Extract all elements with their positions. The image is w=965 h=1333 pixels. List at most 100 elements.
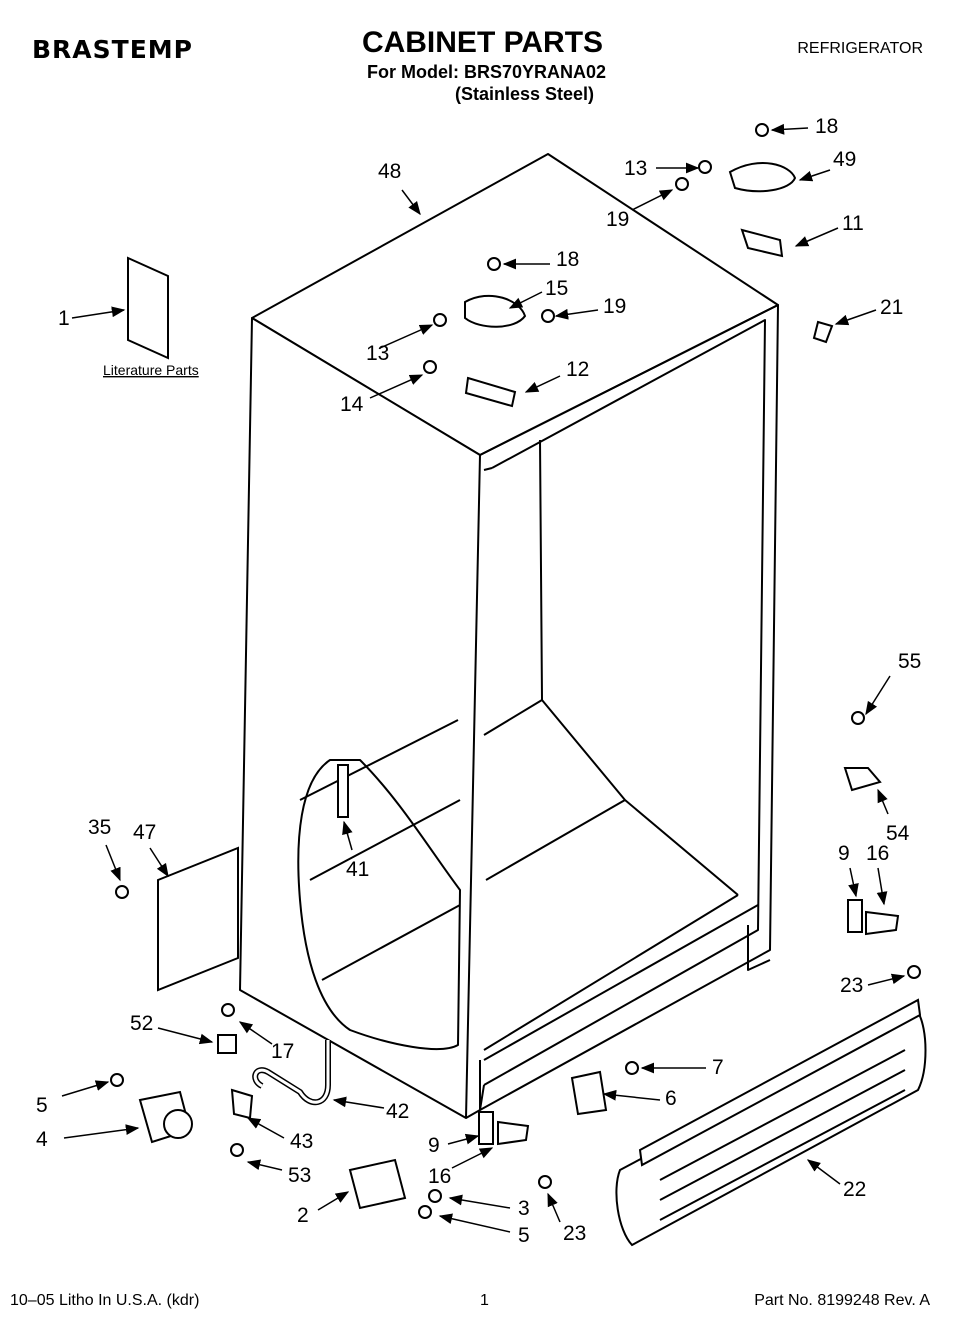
callout-label: 35 <box>88 816 111 839</box>
clip-icon <box>812 320 834 344</box>
leader-arrow <box>524 375 561 393</box>
callout-label: 53 <box>288 1164 311 1187</box>
callout-label: 9 <box>428 1134 440 1157</box>
callout-label: 41 <box>346 858 369 881</box>
callout-label: 15 <box>545 277 568 300</box>
cabinet-shell <box>239 153 779 1119</box>
callout-label: 7 <box>712 1056 724 1079</box>
finish-line: (Stainless Steel) <box>455 84 595 104</box>
leader-arrow <box>798 169 831 182</box>
model-line: For Model: BRS70YRANA02 <box>367 62 607 82</box>
leader-arrow <box>332 1096 385 1109</box>
leader-arrow <box>317 1191 350 1211</box>
callout-label: 23 <box>563 1222 586 1245</box>
callout-label: 9 <box>838 842 850 865</box>
leader-arrow <box>848 867 859 898</box>
leader-arrow <box>63 1124 140 1139</box>
callout-label: 3 <box>518 1197 530 1220</box>
callout-label: 18 <box>815 115 838 138</box>
screw-icon <box>418 1205 432 1219</box>
callout-label: 47 <box>133 821 156 844</box>
callout-label: 5 <box>36 1094 48 1117</box>
callout-label: 22 <box>843 1178 866 1201</box>
leader-arrow <box>448 1194 511 1209</box>
callout-label: 43 <box>290 1130 313 1153</box>
screw-icon <box>433 313 447 327</box>
screw-icon <box>538 1175 552 1189</box>
callout-label: 16 <box>428 1165 451 1188</box>
literature-icon <box>127 256 169 360</box>
leader-arrow <box>342 820 353 851</box>
screw-icon <box>675 177 689 191</box>
screw-icon <box>110 1073 124 1087</box>
leader-arrow <box>834 309 877 326</box>
brand-logo: BRASTEMP <box>32 35 193 64</box>
callout-label: 42 <box>386 1100 409 1123</box>
callout-label: 5 <box>518 1224 530 1247</box>
leader-lines <box>61 123 906 1233</box>
screw-icon <box>541 309 555 323</box>
leader-arrow <box>451 1147 494 1169</box>
screw-icon <box>423 360 437 374</box>
leader-arrow <box>379 324 434 349</box>
hinge-bracket-icon <box>740 228 784 258</box>
leader-arrow <box>71 306 126 319</box>
page-title: CABINET PARTS <box>361 26 604 59</box>
callout-label: 12 <box>566 358 589 381</box>
bracket-icon <box>843 767 882 792</box>
screw-icon <box>230 1143 244 1157</box>
screw-icon <box>625 1061 639 1075</box>
leader-arrow <box>246 1117 285 1139</box>
callout-label: 49 <box>833 148 856 171</box>
leader-arrow <box>602 1089 661 1101</box>
hinge-icon <box>865 910 900 936</box>
roller-wheel-icon <box>163 1109 193 1139</box>
screw-icon <box>907 965 921 979</box>
toe-grille <box>615 998 927 1247</box>
leader-arrow <box>246 1159 283 1171</box>
leader-arrow <box>554 308 599 320</box>
callout-label: 54 <box>886 822 910 845</box>
leader-arrow <box>770 123 809 135</box>
leader-arrow <box>157 1027 214 1045</box>
leader-arrow <box>794 227 839 247</box>
spring-icon <box>337 764 349 818</box>
category-label: REFRIGERATOR <box>797 40 923 57</box>
hinge-bracket-icon <box>464 376 517 408</box>
clip-icon <box>217 1034 237 1054</box>
leader-arrow <box>547 1192 561 1223</box>
screw-icon <box>487 257 501 271</box>
small-parts <box>110 123 921 1219</box>
leader-arrow <box>149 847 169 878</box>
leader-arrow <box>438 1213 511 1233</box>
leader-arrow <box>877 788 889 815</box>
footer-page-number: 1 <box>480 1292 489 1309</box>
callout-label: 19 <box>606 208 629 231</box>
callout-label: 14 <box>340 393 364 416</box>
leader-arrow <box>369 374 424 399</box>
callout-label: 11 <box>842 212 864 235</box>
leader-arrow <box>508 291 543 309</box>
callout-label: 52 <box>130 1012 153 1035</box>
bracket-icon <box>570 1070 608 1116</box>
callout-label: 16 <box>866 842 889 865</box>
leader-arrow <box>447 1133 480 1145</box>
callout-label: 21 <box>880 296 903 319</box>
screw-icon <box>221 1003 235 1017</box>
leader-arrow <box>806 1159 841 1185</box>
screw-icon <box>698 160 712 174</box>
leveling-leg-icon <box>348 1158 407 1210</box>
callout-label: 1 <box>58 307 70 330</box>
callout-label: 6 <box>665 1087 677 1110</box>
screw-icon <box>851 711 865 725</box>
callout-label: 18 <box>556 248 579 271</box>
screw-icon <box>115 885 129 899</box>
footer-litho: 10–05 Litho In U.S.A. (kdr) <box>10 1292 200 1309</box>
callout-label: 13 <box>366 342 389 365</box>
leader-arrow <box>401 189 421 216</box>
hinge-plate-icon <box>847 899 863 933</box>
leader-arrow <box>631 189 674 211</box>
callout-label: 55 <box>898 650 921 673</box>
